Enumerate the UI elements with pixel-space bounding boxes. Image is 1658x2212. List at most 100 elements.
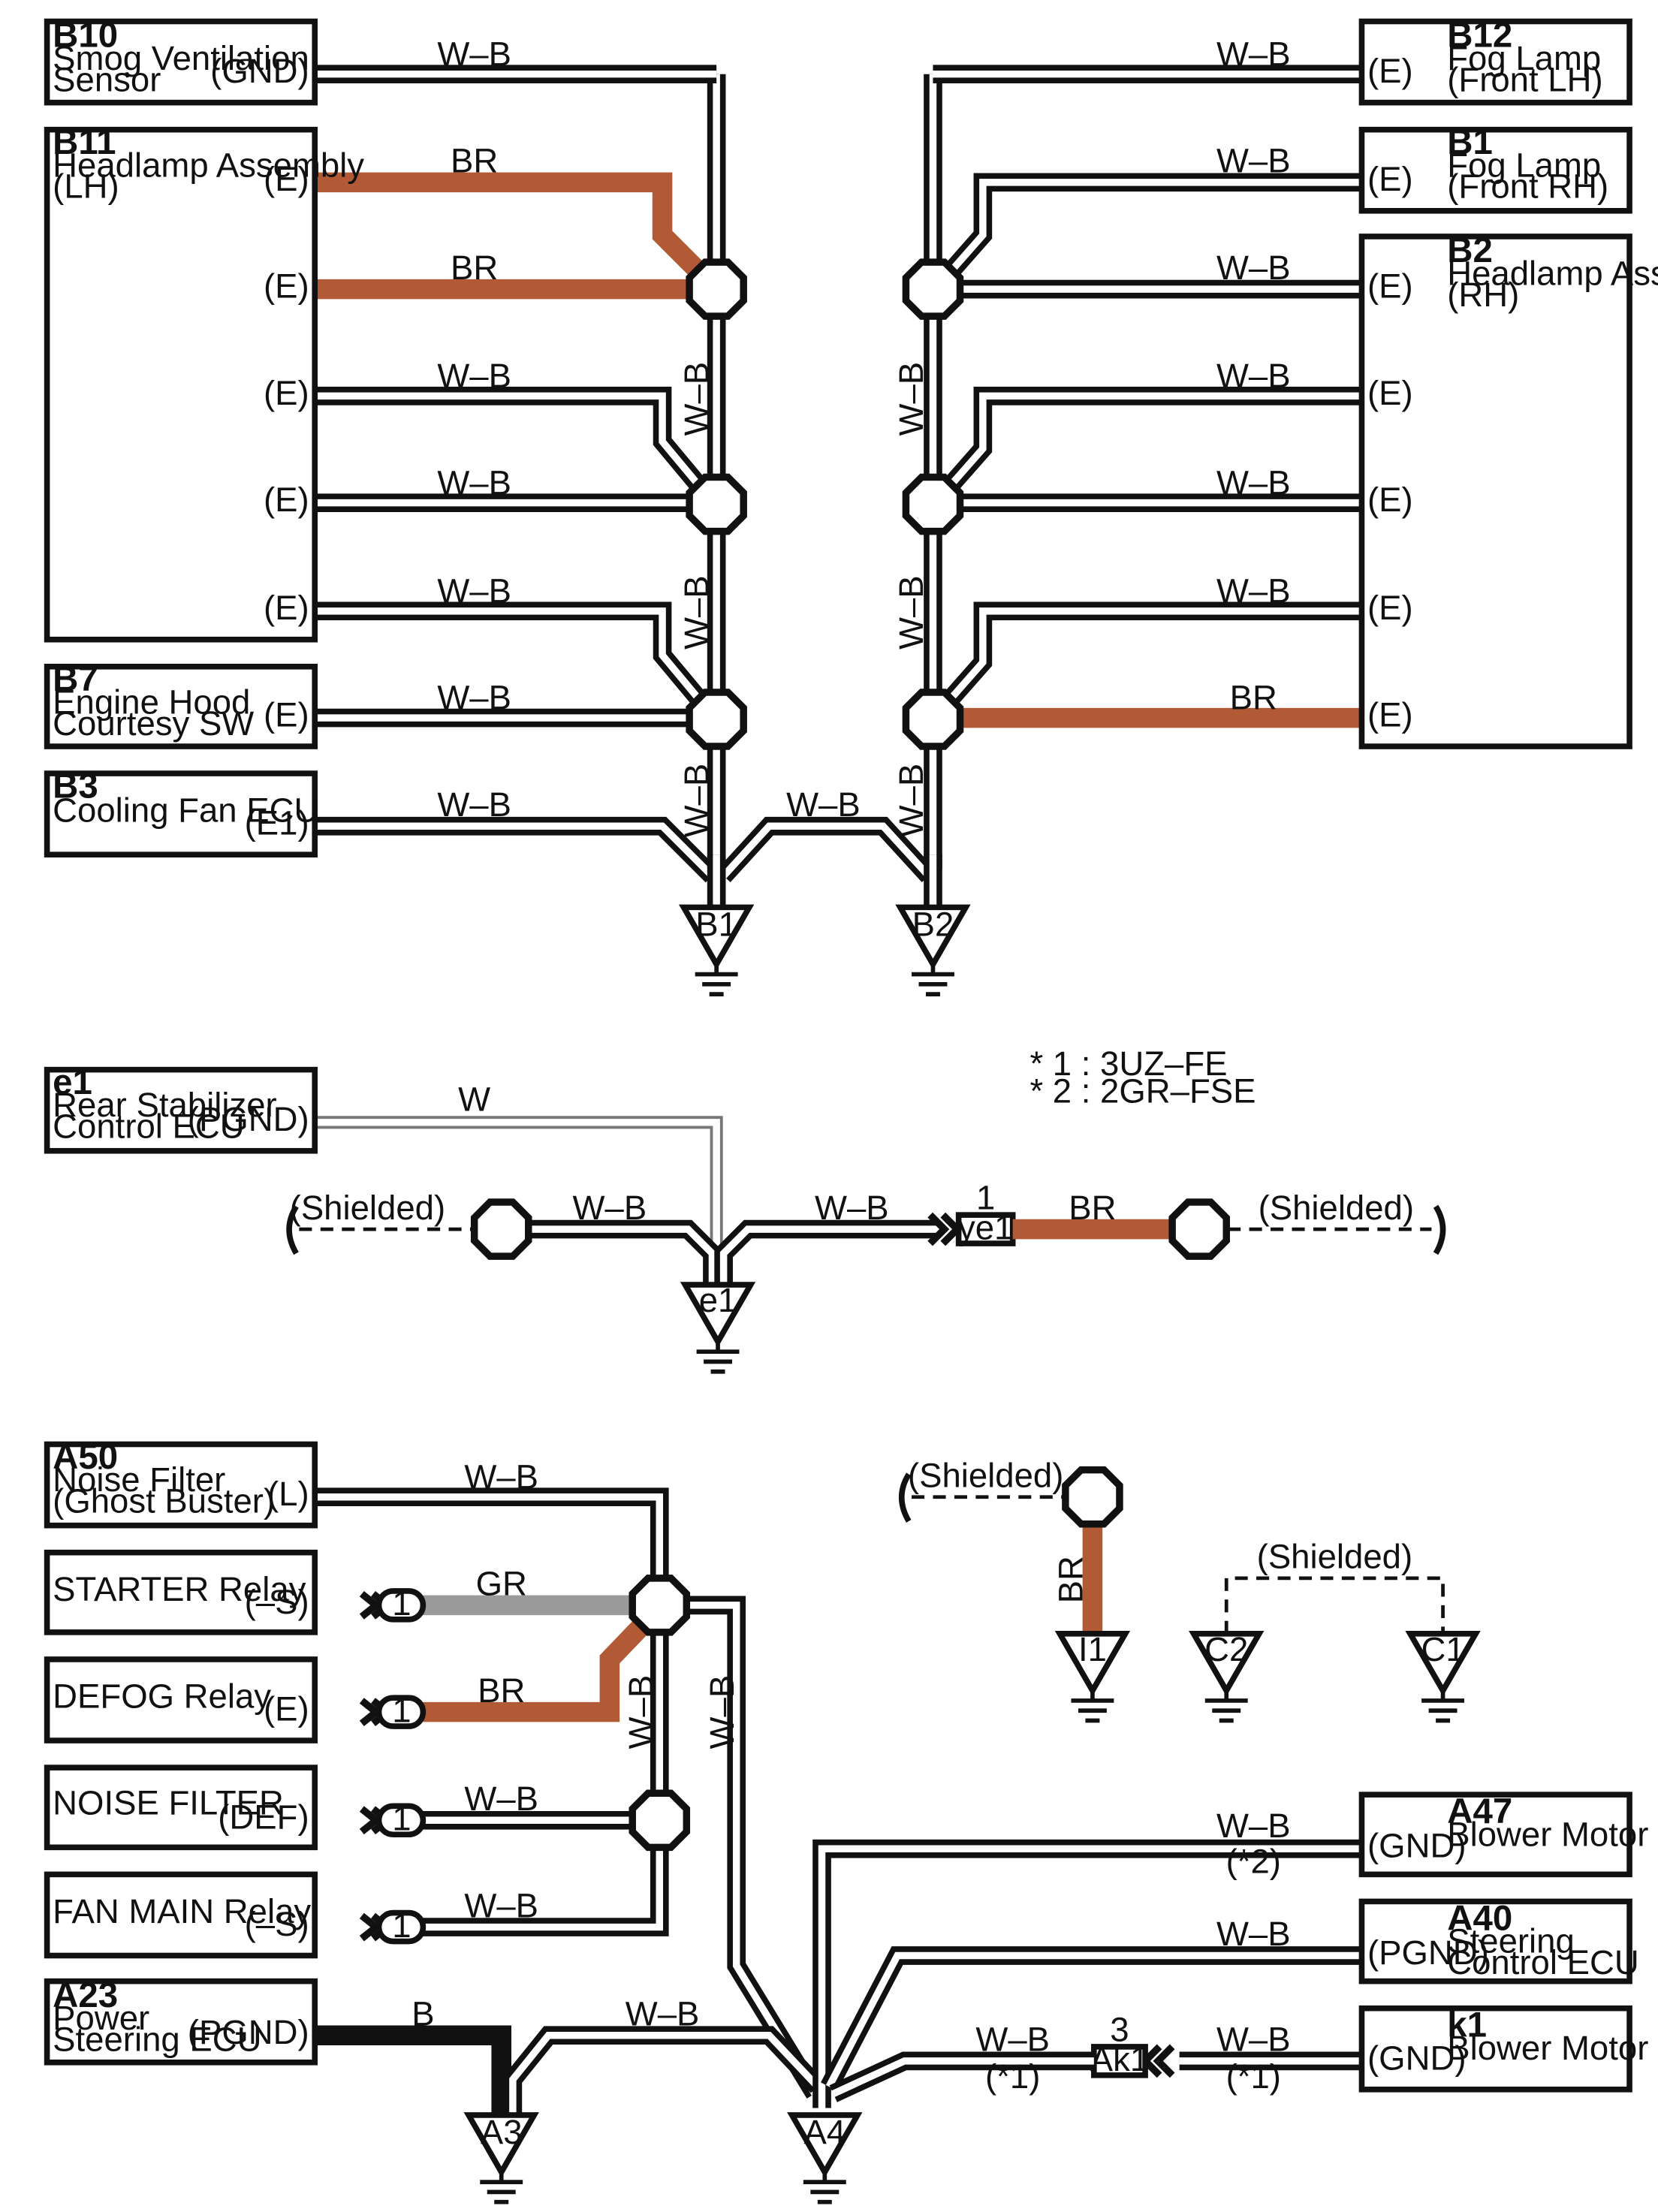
ground-label: A4	[803, 2113, 846, 2151]
pin-label: (E)	[264, 1690, 309, 1728]
wire-label: W–B	[677, 575, 716, 649]
connector-pin: 1	[976, 1179, 995, 1217]
wire-label: W–B	[677, 362, 716, 436]
component-b12: B12 Fog Lamp (Front LH) (E)	[1358, 16, 1632, 106]
component-name: Headlamp Assembly	[1447, 254, 1658, 292]
wire-label: W–B	[1216, 35, 1291, 73]
component-name: Fog Lamp	[1447, 146, 1601, 184]
wire-label: W–B	[437, 463, 511, 502]
component-name: (Front RH)	[1447, 167, 1608, 206]
wire-label: BR	[1052, 1556, 1090, 1603]
component-b1: B1 Fog Lamp (Front RH) (E)	[1358, 122, 1632, 214]
pin-label: (PGND)	[1367, 1933, 1489, 1972]
wire-label: B	[411, 1994, 434, 2033]
pin-label: (PGND)	[188, 2013, 309, 2051]
component-id: B2	[1447, 231, 1493, 270]
component-id: A23	[53, 1975, 118, 2015]
note-ref: (*1)	[1226, 2057, 1281, 2096]
ground-e1: e1	[680, 1281, 756, 1374]
connector-pin: 1	[392, 1800, 411, 1838]
component-id: B10	[53, 16, 118, 56]
splice-octagon	[686, 258, 747, 320]
component-name: Blower Motor	[1447, 2029, 1648, 2067]
component-starter-relay: STARTER Relay (–S)	[44, 1549, 318, 1635]
component-name: Noise Filter	[53, 1460, 225, 1499]
component-b11: B11 Headlamp Assembly (LH) (E) (E) (E) (…	[44, 122, 364, 643]
connector-pin: 3	[1110, 2010, 1129, 2048]
note-ref: (*2)	[1226, 1842, 1281, 1880]
wire-label: W	[458, 1080, 490, 1119]
component-id: B11	[53, 122, 116, 162]
pin-label: (E)	[1367, 695, 1413, 734]
section-ground-a3-a4: W–B W–B W–B GR BR W–B W–B B W–B W–B (*2)…	[315, 1456, 1481, 2204]
component-id: B3	[53, 766, 98, 806]
inline-connector: 1	[359, 1800, 427, 1838]
wire-label: BR	[451, 142, 498, 180]
shielded-label: (Shielded)	[1257, 1538, 1412, 1576]
wire-label: W–B	[892, 575, 930, 649]
wire-label: W–B	[464, 1886, 538, 1924]
section-ground-e1: * 1 : 3UZ–FE * 2 : 2GR–FSE W W–B W–B ye1…	[286, 1044, 1446, 1374]
wire-label: W–B	[573, 1189, 647, 1227]
wire-label: W–B	[464, 1780, 538, 1818]
component-name: (LH)	[53, 167, 119, 206]
shielded-label: (Shielded)	[290, 1189, 445, 1227]
component-id: A40	[1447, 1898, 1512, 1938]
component-name: Cooling Fan ECU	[53, 791, 318, 830]
component-e1: e1 Rear Stabilizer Control ECU (PGND)	[44, 1062, 318, 1154]
ground-label: B2	[912, 905, 954, 943]
component-name: Headlamp Assembly	[53, 146, 364, 184]
component-name: FAN MAIN Relay	[53, 1892, 311, 1930]
splice-octagon	[629, 1789, 691, 1852]
component-b10: B10 Smog Ventilation Sensor (GND)	[44, 16, 318, 106]
splice-octagon	[902, 258, 964, 320]
pin-label: (–S)	[245, 1905, 309, 1943]
component-b2: B2 Headlamp Assembly (RH) (E) (E) (E) (E…	[1358, 231, 1658, 749]
component-id: B1	[1447, 122, 1493, 162]
wire-label: BR	[1230, 679, 1277, 717]
pin-label: (E)	[264, 695, 309, 734]
component-id: e1	[53, 1062, 92, 1102]
component-name: NOISE FILTER	[53, 1784, 284, 1822]
pin-label: (E)	[264, 160, 309, 198]
component-name: Steering	[1447, 1922, 1575, 1960]
wire-label: W–B	[1216, 357, 1291, 395]
wire-label: BR	[1069, 1189, 1116, 1227]
wire-label: W–B	[437, 679, 511, 717]
splice-octagon	[686, 689, 747, 750]
wire-label: W–B	[975, 2021, 1050, 2059]
splice-octagon	[629, 1575, 691, 1636]
component-a50: A50 Noise Filter (Ghost Buster) (L)	[44, 1437, 318, 1529]
ground-a4: A4	[787, 2112, 863, 2204]
pin-label: (E)	[1367, 589, 1413, 627]
wire-label: W–B	[437, 571, 511, 610]
component-b3: B3 Cooling Fan ECU (E1)	[44, 766, 318, 857]
ground-i1: I1	[1054, 1630, 1131, 1723]
component-name: Power	[53, 1999, 149, 2037]
connector-pin: 1	[392, 1906, 411, 1945]
component-name: Blower Motor	[1447, 1815, 1648, 1853]
wire-label: W–B	[622, 1675, 660, 1749]
pin-label: (E)	[264, 267, 309, 306]
pin-label: (PGND)	[188, 1100, 309, 1138]
wire-label: W–B	[703, 1675, 741, 1749]
shielded-label: (Shielded)	[908, 1456, 1063, 1494]
component-noise-filter: NOISE FILTER (DEF)	[44, 1764, 318, 1851]
component-name: (Front LH)	[1447, 60, 1602, 98]
note-ref: (*1)	[985, 2057, 1040, 2096]
wire-label: W–B	[1216, 249, 1291, 287]
connector-pin: 1	[392, 1691, 411, 1729]
inline-connector: 1	[359, 1691, 427, 1729]
ground-label: I1	[1078, 1630, 1107, 1668]
wire-label: W–B	[892, 362, 930, 436]
component-defog-relay: DEFOG Relay (E)	[44, 1656, 318, 1743]
splice-octagon	[686, 473, 747, 535]
pin-label: (E)	[264, 589, 309, 627]
wire-label: BR	[451, 249, 498, 287]
wire-label: W–B	[1216, 2021, 1291, 2059]
component-name: Smog Ventilation	[53, 39, 309, 77]
ground-label: A3	[481, 2113, 523, 2151]
pin-label: (L)	[267, 1475, 309, 1513]
pin-label: (E)	[264, 374, 309, 412]
component-name: (RH)	[1447, 276, 1519, 314]
